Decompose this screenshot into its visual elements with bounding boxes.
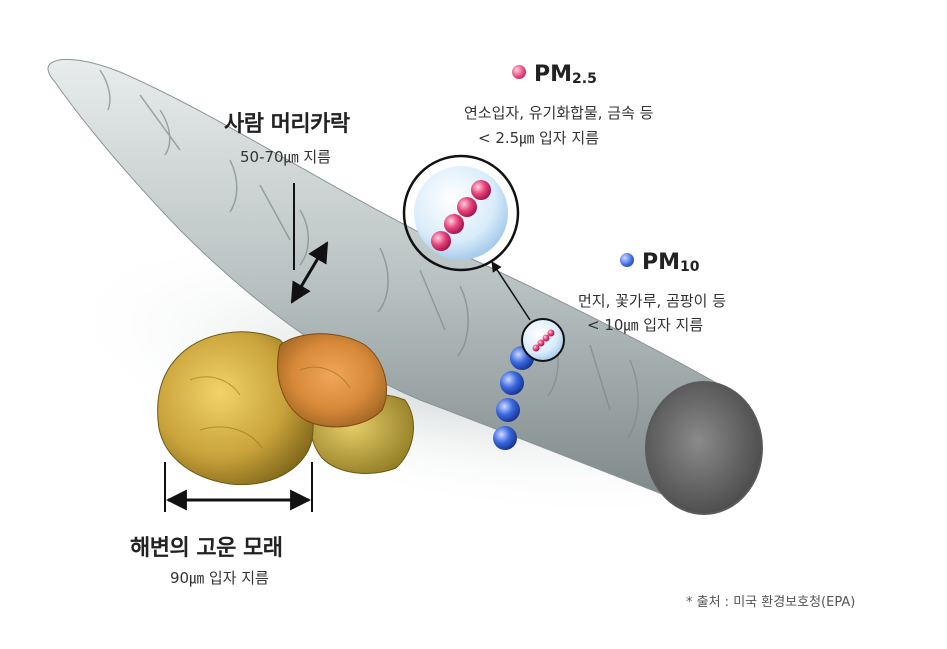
- hair-size: 50-70㎛ 지름: [240, 148, 331, 166]
- sand-title: 해변의 고운 모래: [130, 536, 283, 561]
- hair-cuticle-lines: [99, 69, 639, 439]
- hair-diameter-arrow: [290, 241, 329, 304]
- hair-strand: [47, 58, 721, 506]
- sand-grain-left: [157, 331, 314, 486]
- pm25-heading: PM2.5: [512, 62, 597, 87]
- hair-cross-section: [645, 381, 763, 515]
- pm10-particle: [496, 398, 520, 422]
- pm10-description: 먼지, 꽃가루, 곰팡이 등: [578, 292, 727, 310]
- pm10-size: < 10㎛ 입자 지름: [587, 316, 704, 334]
- pm10-subscript: 10: [680, 259, 700, 275]
- pm25-dot-icon: [512, 65, 526, 79]
- sand-grain-right: [277, 333, 387, 428]
- pm25-size: < 2.5㎛ 입자 지름: [478, 129, 599, 147]
- pm10-dot-icon: [620, 253, 634, 267]
- pm10-particle: [493, 426, 517, 450]
- pm25-label: PM: [534, 62, 573, 87]
- pm25-subscript: 2.5: [572, 71, 597, 87]
- pm25-particle: [431, 231, 451, 251]
- pm25-magnify-ring: [402, 154, 520, 272]
- pm25-particle-chain: [431, 180, 491, 251]
- magnify-connector-arrow: [491, 261, 531, 321]
- pm10-label: PM: [642, 250, 681, 275]
- sand-size: 90㎛ 입자 지름: [170, 569, 269, 587]
- pm10-particle: [500, 371, 524, 395]
- pm25-particle: [457, 197, 477, 217]
- pm25-mini-chain: [532, 329, 555, 352]
- pm25-description: 연소입자, 유기화합물, 금속 등: [464, 104, 654, 122]
- pm25-particle: [471, 180, 491, 200]
- hair-title: 사람 머리카락: [224, 112, 350, 137]
- sand-grains: [157, 331, 414, 486]
- pm10-heading: PM10: [620, 250, 700, 275]
- pm25-magnify-small: [521, 318, 565, 362]
- source-note: * 출처 : 미국 환경보호청(EPA): [686, 595, 856, 610]
- pm25-particle: [444, 214, 464, 234]
